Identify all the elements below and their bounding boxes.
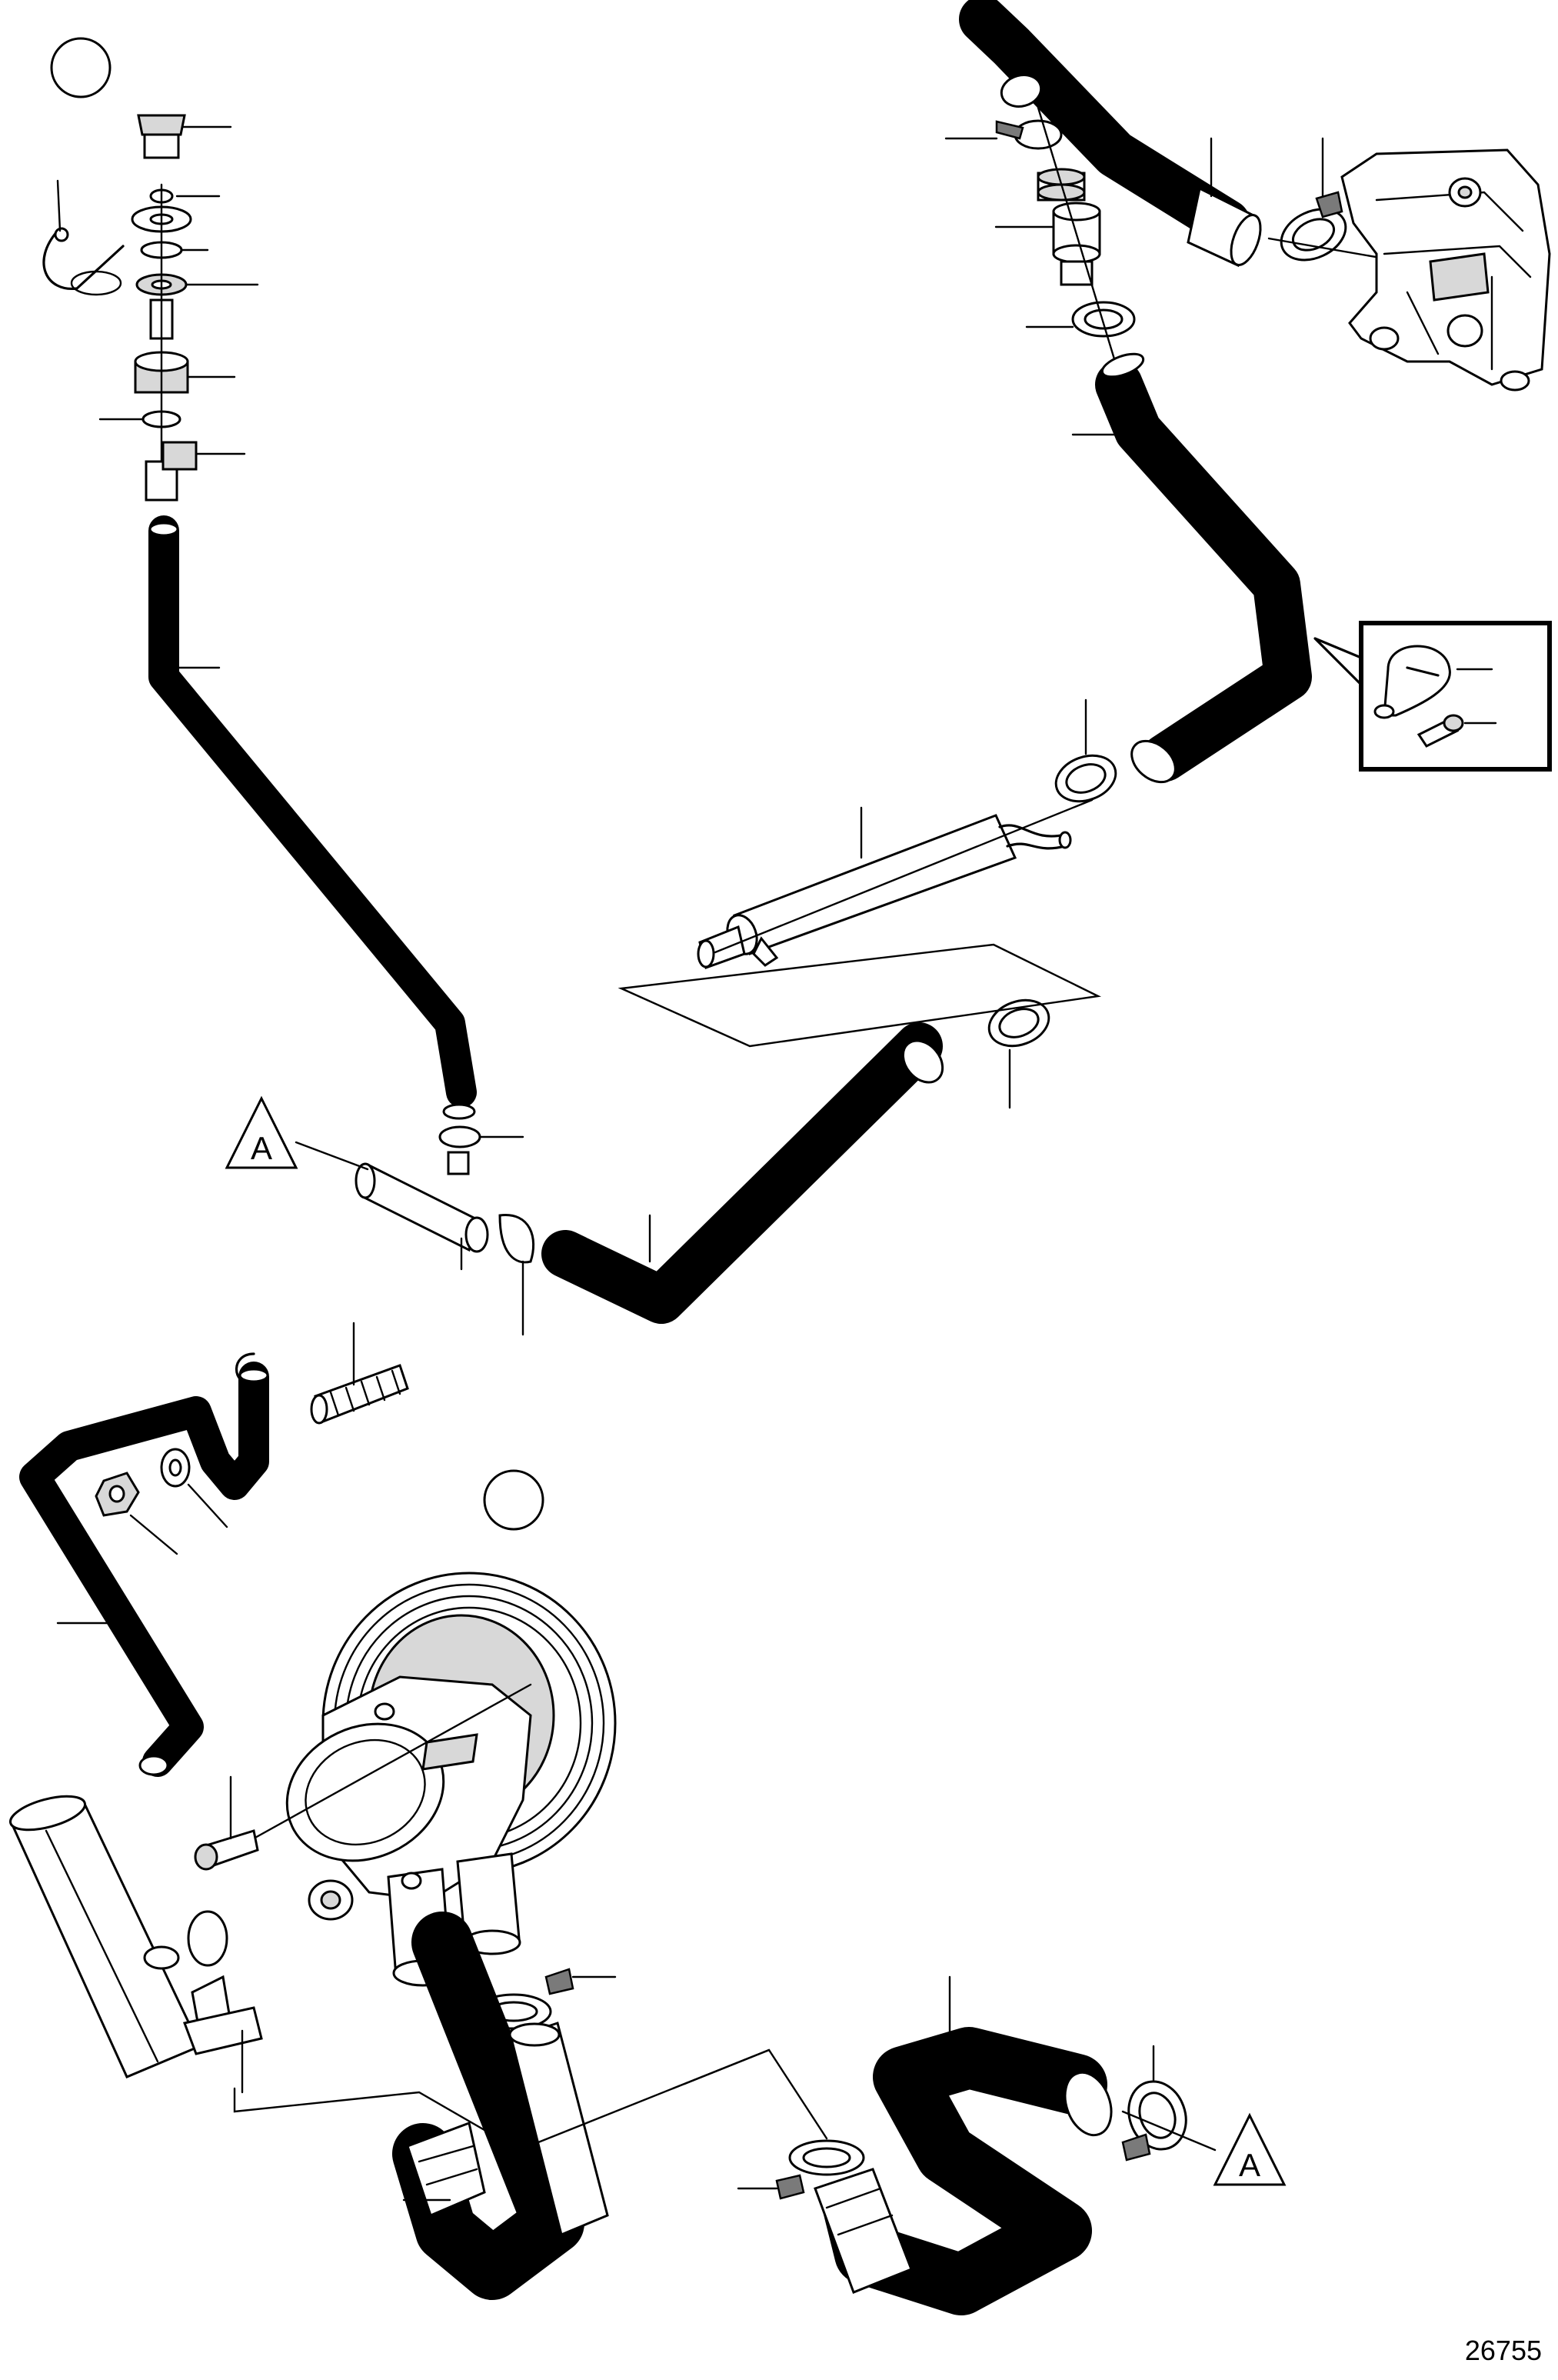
inset-detail-box bbox=[1313, 621, 1552, 772]
filler-cap-assembly bbox=[131, 114, 198, 502]
marker-a-right-letter: A bbox=[1239, 2147, 1260, 2183]
marker-a-left-letter: A bbox=[251, 1130, 272, 1166]
callout-circle-2 bbox=[483, 1469, 544, 1531]
reference-marker-a-right: A bbox=[1213, 2112, 1287, 2186]
callout-circle-1 bbox=[50, 37, 112, 98]
figure-reference-number: 26755 bbox=[1465, 2335, 1542, 2366]
engine-bracket bbox=[1340, 148, 1551, 392]
reference-marker-a-left: A bbox=[225, 1095, 298, 1169]
strainer-cylinder bbox=[8, 1795, 263, 2078]
oil-cooler-tube bbox=[697, 814, 1072, 969]
